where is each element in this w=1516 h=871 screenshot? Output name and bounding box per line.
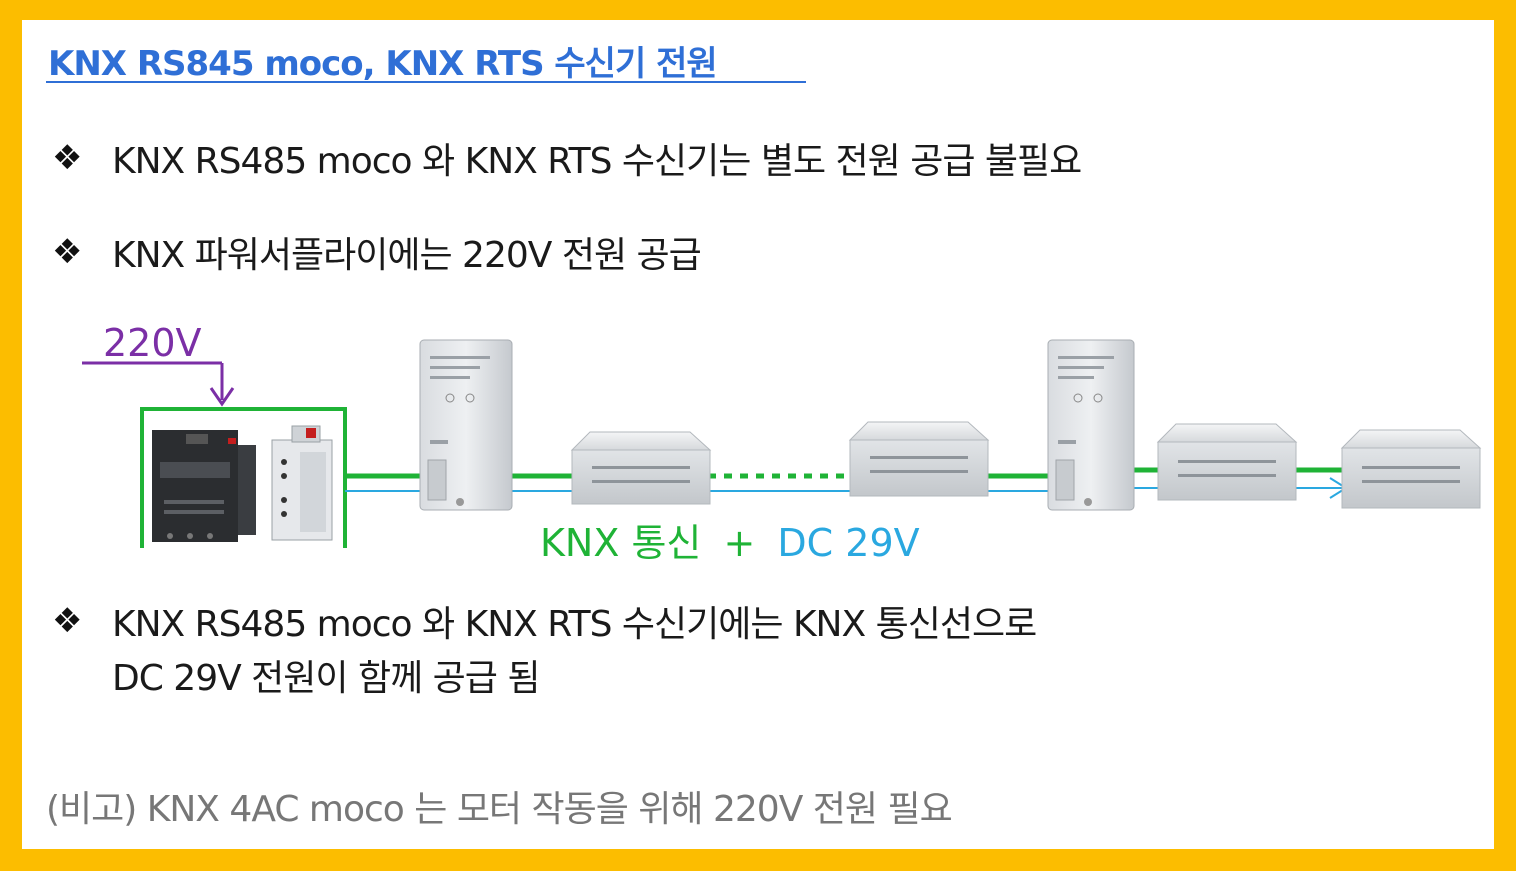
rts-receiver-icon	[1156, 423, 1298, 501]
rts-receiver-icon	[848, 421, 990, 497]
diamond-bullet-icon: ❖	[52, 232, 83, 272]
bullet-text-line2: DC 29V 전원이 함께 공급 됨	[112, 658, 540, 699]
bullet-text: KNX 파워서플라이에는 220V 전원 공급	[112, 235, 702, 276]
bullet-item-dc-over-bus: ❖ KNX RS485 moco 와 KNX RTS 수신기에는 KNX 통신선…	[52, 598, 1037, 706]
diamond-bullet-icon: ❖	[52, 138, 83, 178]
rs485-moco-module-icon	[1047, 339, 1135, 511]
rs485-moco-module-icon	[419, 339, 513, 511]
bullet-item-no-separate-power: ❖ KNX RS485 moco 와 KNX RTS 수신기는 별도 전원 공급…	[52, 132, 1082, 184]
footnote-remark: (비고) KNX 4AC moco 는 모터 작동을 위해 220V 전원 필요	[46, 789, 953, 830]
title-underline	[46, 81, 806, 83]
bullet-item-power-supply-220v: ❖ KNX 파워서플라이에는 220V 전원 공급	[52, 226, 702, 278]
bus-label: KNX 통신 + DC 29V	[540, 521, 920, 565]
page-title: KNX RS845 moco, KNX RTS 수신기 전원	[48, 44, 718, 84]
diamond-bullet-icon: ❖	[52, 601, 83, 641]
bus-label-plus: +	[723, 521, 755, 565]
ac-input-label: 220V	[103, 321, 202, 365]
rts-receiver-icon	[1340, 429, 1482, 509]
bullet-text: KNX RS485 moco 와 KNX RTS 수신기에는 KNX 통신선으로…	[112, 598, 1037, 706]
bus-label-knx: KNX 통신	[540, 521, 701, 565]
bus-label-dc: DC 29V	[777, 521, 919, 565]
bullet-text-line1: KNX RS485 moco 와 KNX RTS 수신기에는 KNX 통신선으로	[112, 604, 1037, 645]
bullet-text: KNX RS485 moco 와 KNX RTS 수신기는 별도 전원 공급 불…	[112, 141, 1082, 182]
ac-input-arrow	[82, 361, 235, 407]
din-rail-power-supply-icon	[152, 430, 256, 542]
knx-bus-line	[345, 467, 1346, 479]
rts-receiver-icon	[570, 431, 712, 505]
knx-power-supply-icon	[271, 425, 333, 541]
